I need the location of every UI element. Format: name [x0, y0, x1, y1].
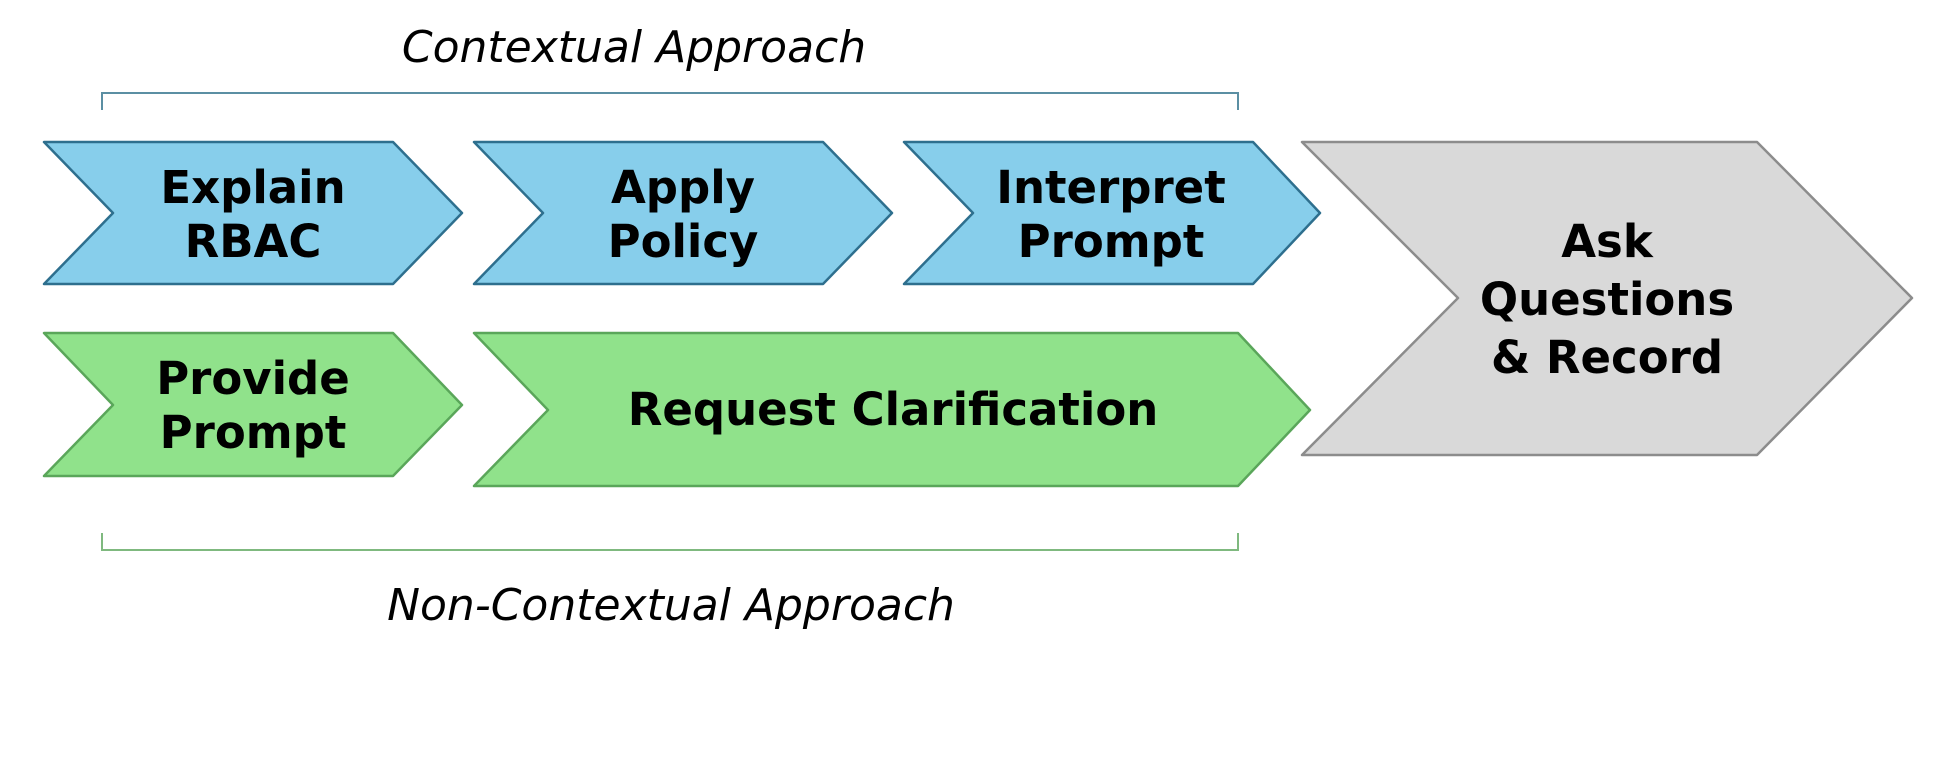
- noncontextual-approach-label: Non-Contextual Approach: [387, 580, 955, 631]
- ask-questions-line-3: & Record: [1491, 331, 1723, 384]
- noncontextual-bracket: [101, 533, 1239, 551]
- chevron-interpret-prompt: Interpret Prompt: [902, 140, 1322, 286]
- chevron-provide-prompt: Provide Prompt: [42, 331, 464, 478]
- request-clarification-label: Request Clarification: [628, 383, 1159, 436]
- explain-rbac-line-2: RBAC: [185, 215, 322, 268]
- contextual-bracket: [101, 92, 1239, 110]
- apply-policy-line-2: Policy: [608, 215, 759, 268]
- interpret-prompt-line-1: Interpret: [996, 161, 1225, 214]
- chevron-ask-questions-record: Ask Questions & Record: [1300, 140, 1914, 457]
- provide-prompt-line-2: Prompt: [160, 406, 347, 459]
- chevron-apply-policy: Apply Policy: [472, 140, 894, 286]
- ask-questions-line-2: Questions: [1480, 273, 1734, 326]
- chevron-request-clarification: Request Clarification: [472, 331, 1312, 488]
- ask-questions-line-1: Ask: [1561, 215, 1654, 268]
- chevron-explain-rbac: Explain RBAC: [42, 140, 464, 286]
- explain-rbac-line-1: Explain: [160, 161, 345, 214]
- contextual-approach-label: Contextual Approach: [402, 22, 866, 73]
- apply-policy-line-1: Apply: [611, 161, 755, 214]
- interpret-prompt-line-2: Prompt: [1018, 215, 1205, 268]
- provide-prompt-line-1: Provide: [156, 352, 350, 405]
